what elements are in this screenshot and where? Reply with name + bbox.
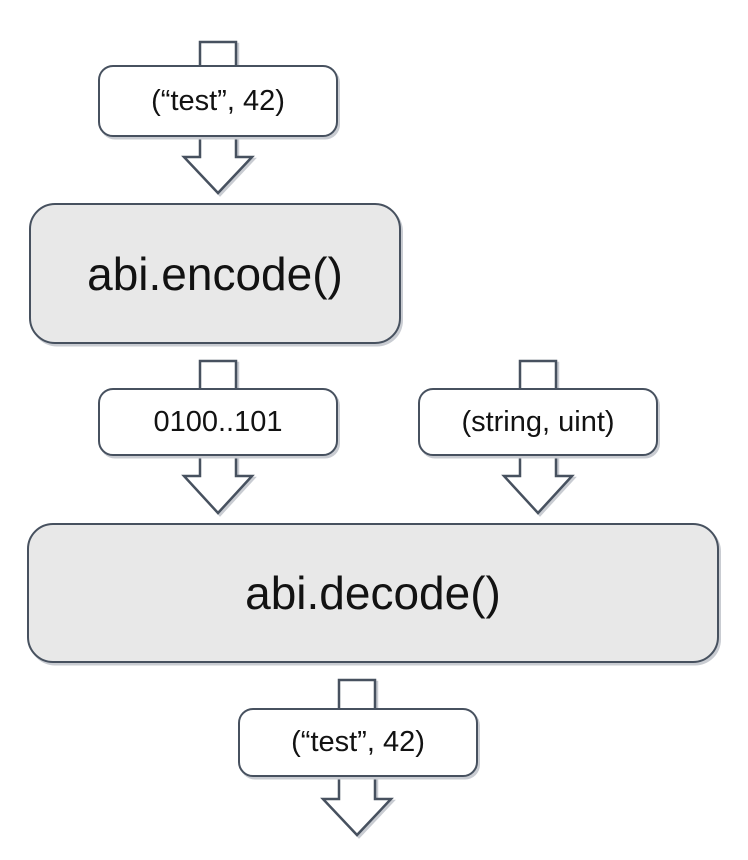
encoded-bytes-label: 0100..101 — [98, 388, 338, 456]
abi-decode-text: abi.decode() — [245, 567, 501, 619]
input-tuple-text: (“test”, 42) — [151, 84, 285, 117]
abi-encode-text: abi.encode() — [87, 247, 343, 300]
output-tuple-text: (“test”, 42) — [291, 726, 425, 758]
types-tuple-text: (string, uint) — [461, 405, 615, 438]
abi-decode-box: abi.decode() — [27, 523, 719, 663]
types-tuple-label: (string, uint) — [418, 388, 658, 456]
input-tuple-label: (“test”, 42) — [98, 65, 338, 137]
abi-encode-box: abi.encode() — [29, 203, 401, 344]
output-tuple-label: (“test”, 42) — [238, 708, 478, 777]
encoded-bytes-text: 0100..101 — [153, 405, 283, 438]
